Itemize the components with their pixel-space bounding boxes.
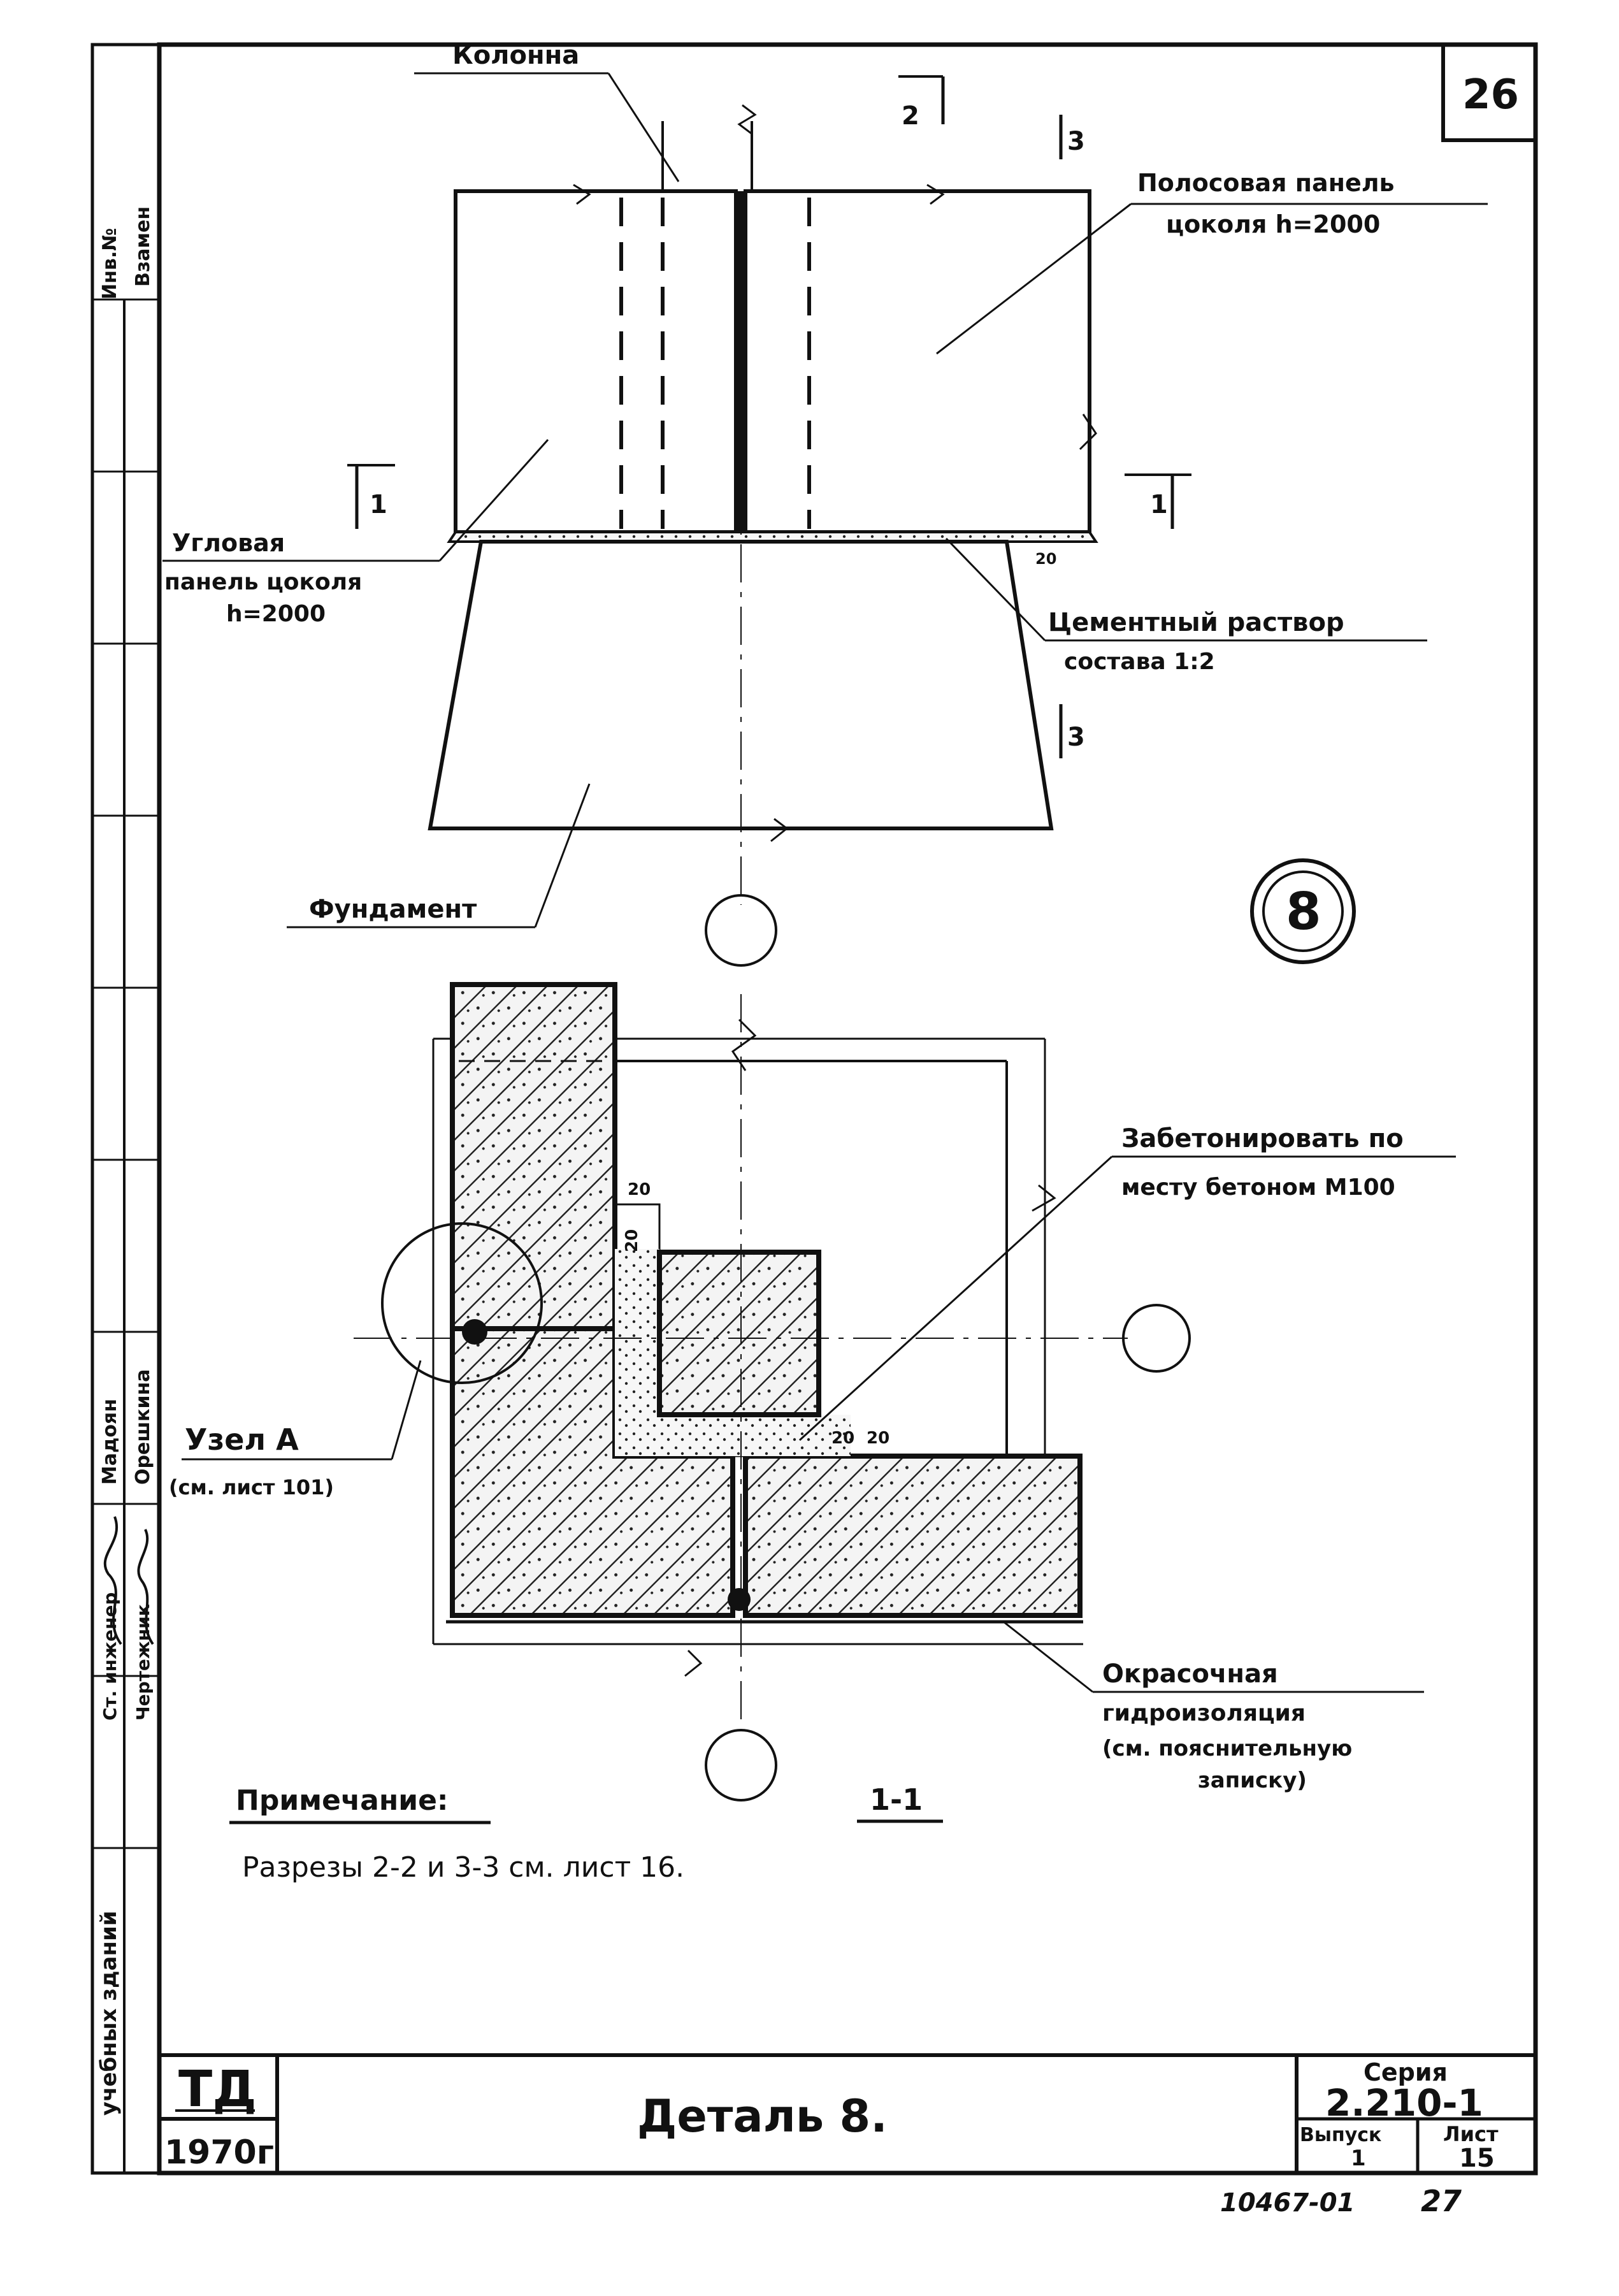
order-code: 10467-01 (1220, 2188, 1355, 2218)
column-core (657, 1250, 821, 1417)
detail-badge-inner (1262, 870, 1344, 952)
name-engineer: Мадоян (99, 1399, 121, 1485)
section-mark-3-top: 3 (1067, 127, 1085, 156)
node-label-2: (см. лист 101) (169, 1475, 334, 1499)
note-title: Примечание: (236, 1784, 449, 1817)
corner-panel-label-2: панель цоколя (164, 569, 362, 595)
signature-draftsman (137, 1529, 154, 1645)
paint-label-3: (см. пояснительную (1102, 1736, 1352, 1761)
concrete-label-2: месту бетоном М100 (1121, 1174, 1395, 1201)
dim-4: 20 (867, 1429, 889, 1448)
section-title: 1-1 (870, 1782, 923, 1817)
role-draftsman: Чертежник (133, 1604, 154, 1721)
inv-label: Инв.№ (99, 228, 121, 300)
vzamen-label: Взамен (132, 206, 154, 287)
paint-label-2: гидроизоляция (1102, 1700, 1306, 1726)
note-text: Разрезы 2-2 и 3-3 см. лист 16. (242, 1851, 684, 1884)
infill-zone (615, 1249, 659, 1456)
page-number: 27 (1421, 2184, 1462, 2218)
foundation-label: Фундамент (309, 895, 477, 924)
section-mark-2: 2 (902, 101, 919, 131)
paint-label-1: Окрасочная (1102, 1659, 1278, 1689)
vertical-panel (450, 982, 617, 1331)
plan-view: 20 20 20 20 Забетонировать по месту бето… (169, 982, 1456, 1823)
paint-label-4: записку) (1198, 1768, 1307, 1793)
top-view: 2 3 1 1 3 20 Колонна Полосовая панель цо… (162, 41, 1488, 967)
year: 1970г (164, 2134, 274, 2172)
mortar-bed (447, 531, 1098, 543)
role-engineer: Ст. инженер (99, 1592, 120, 1721)
drawing-title: Деталь 8. (637, 2090, 888, 2142)
detail-badge-outer (1250, 858, 1356, 964)
bottom-strip-label: учебных зданий (96, 1910, 122, 2116)
axis-bubble-bottom (705, 1729, 777, 1801)
mortar-dim: 20 (1035, 550, 1056, 568)
band-panel-label-2: цоколя h=2000 (1166, 210, 1380, 238)
joint-node-bottom (728, 1588, 751, 1611)
joint-node-left (462, 1319, 487, 1345)
mortar-label-2: состава 1:2 (1064, 649, 1215, 675)
corner-panel-label-1: Угловая (172, 529, 285, 557)
axis-bubble-top (705, 894, 777, 967)
name-draftsman: Орешкина (132, 1369, 154, 1485)
series-value: 2.210-1 (1325, 2081, 1483, 2125)
title-block: ТД 1970г Деталь 8. Серия 2.210-1 Выпуск … (159, 2053, 1536, 2173)
node-a-circle (381, 1222, 543, 1384)
sheet-number-box (1441, 43, 1537, 142)
issue-label: Выпуск (1300, 2124, 1381, 2146)
section-mark-3-bottom: 3 (1067, 723, 1085, 752)
section-mark-1-left: 1 (370, 490, 387, 519)
detail-badge: 8 (1286, 882, 1321, 941)
corner-panel-label-3: h=2000 (226, 601, 326, 627)
corner-panel (454, 189, 738, 534)
series-label: Серия (1364, 2058, 1448, 2086)
logo: ТД (178, 2061, 257, 2118)
node-label-1: Узел А (185, 1422, 299, 1457)
signature-engineer (103, 1516, 122, 1645)
column-label: Колонна (452, 41, 579, 70)
dim-3: 20 (831, 1429, 854, 1448)
issue-value: 1 (1351, 2146, 1366, 2171)
sheet-label: Лист (1443, 2122, 1499, 2146)
section-mark-1-right: 1 (1150, 490, 1168, 519)
axis-bubble-right (1122, 1304, 1191, 1373)
dim-1: 20 (628, 1180, 651, 1199)
band-panel-label-1: Полосовая панель (1137, 169, 1395, 197)
left-strip (90, 43, 161, 2175)
mortar-label-1: Цементный раствор (1048, 608, 1344, 637)
concrete-label-1: Забетонировать по (1121, 1124, 1404, 1153)
sheet-number: 26 (1462, 71, 1519, 119)
sheet-value: 15 (1459, 2144, 1495, 2173)
band-panel (744, 189, 1091, 534)
dim-2: 20 (622, 1229, 642, 1252)
band-panel-plan (743, 1454, 1083, 1618)
